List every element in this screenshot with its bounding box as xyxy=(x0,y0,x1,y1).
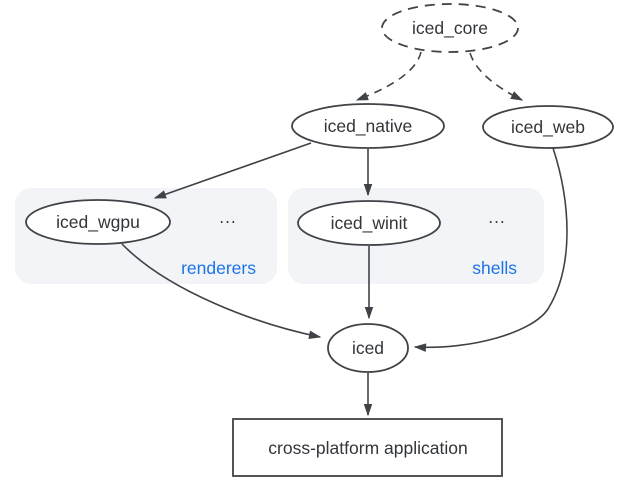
iced-core-node xyxy=(381,3,519,53)
iced-label: iced xyxy=(352,338,384,358)
iced-native-node xyxy=(291,103,445,149)
edge-iced-wgpu-to-iced xyxy=(121,243,322,339)
iced-node xyxy=(327,323,409,373)
edge-iced-web-to-iced xyxy=(413,147,568,352)
application-node xyxy=(232,418,503,477)
iced-core-label: iced_core xyxy=(412,18,488,39)
edge-iced-core-to-iced-native xyxy=(355,51,422,101)
iced-winit-node xyxy=(297,200,441,246)
iced-web-label: iced_web xyxy=(511,117,585,138)
iced-winit-label: iced_winit xyxy=(331,213,408,234)
edge-iced-native-to-iced-wgpu xyxy=(153,142,312,199)
iced-native-label: iced_native xyxy=(324,116,413,137)
renderers-ellipsis: ... xyxy=(219,207,237,227)
iced-web-node xyxy=(482,105,614,149)
iced-wgpu-node xyxy=(25,199,171,245)
shells-group-label: shells xyxy=(472,258,517,278)
iced-wgpu-label: iced_wgpu xyxy=(56,212,140,233)
shells-ellipsis: ... xyxy=(488,207,506,227)
application-label: cross-platform application xyxy=(268,438,467,458)
renderers-group-label: renderers xyxy=(181,258,256,278)
edge-iced-core-to-iced-web xyxy=(469,52,524,101)
